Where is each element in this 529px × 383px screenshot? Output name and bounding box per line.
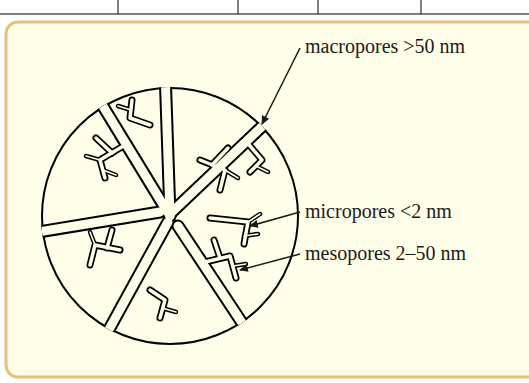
pore-size-label: mesopores 2–50 nm <box>305 241 466 265</box>
pore-size-label: macropores >50 nm <box>305 34 465 58</box>
pore-size-label: micropores <2 nm <box>305 199 452 223</box>
pore-size-label-text: micropores <2 nm <box>305 200 452 222</box>
pore-size-label-text: macropores >50 nm <box>305 35 465 57</box>
pore-size-label-text: mesopores 2–50 nm <box>305 242 466 264</box>
